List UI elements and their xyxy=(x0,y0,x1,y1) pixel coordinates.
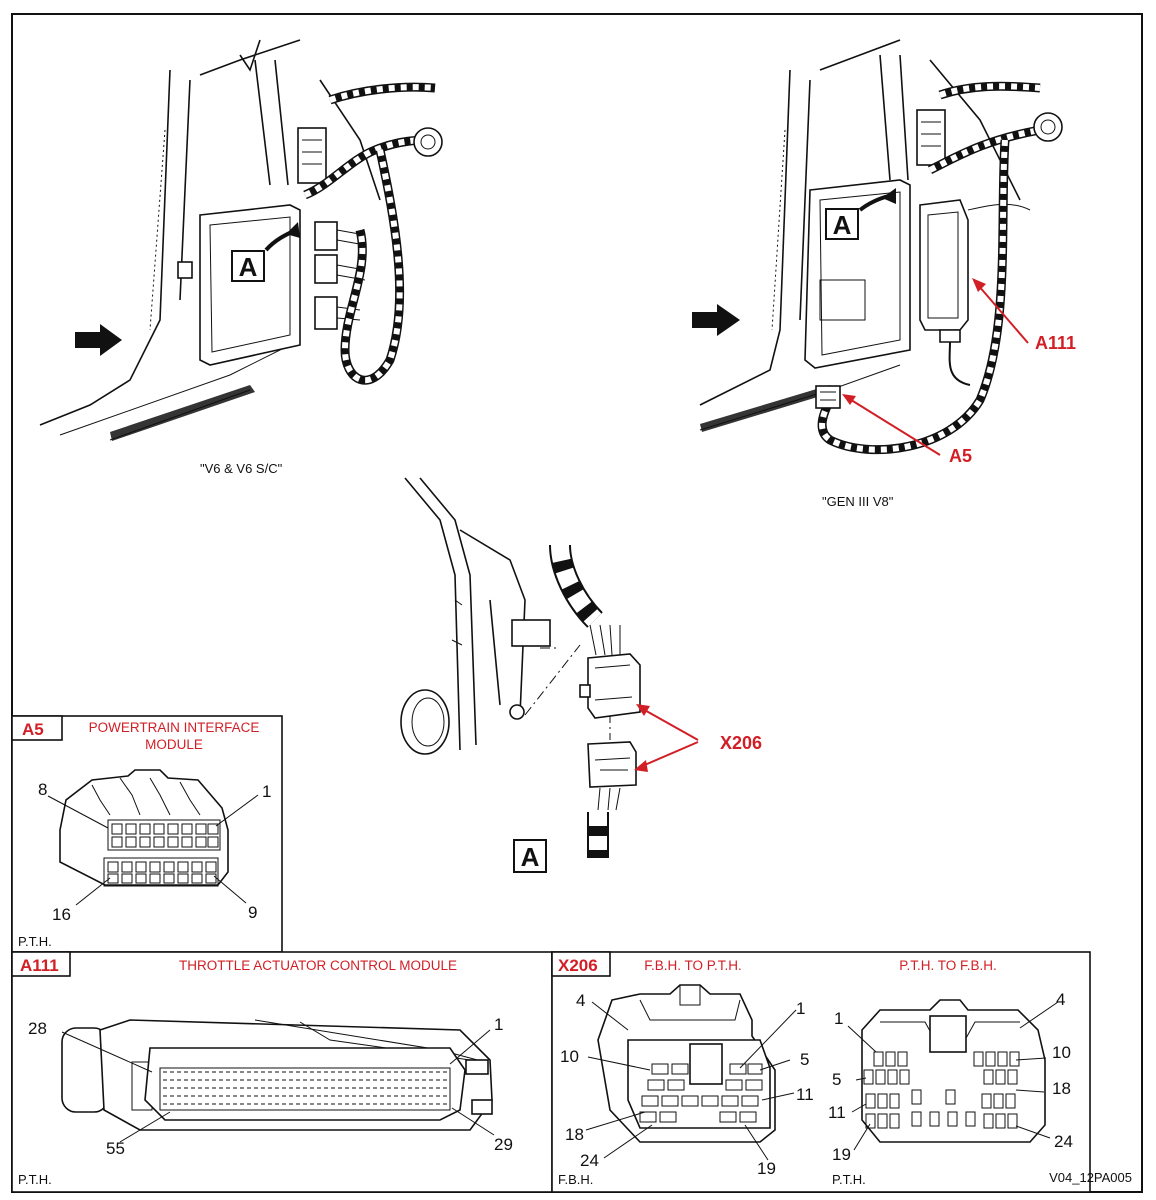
x206-left-side-label: F.B.H. xyxy=(558,1172,593,1187)
panel-x206: X206 F.B.H. TO P.T.H. P.T.H. TO F.B.H. xyxy=(551,951,1091,1193)
x206-pth-pin-24: 24 xyxy=(1054,1132,1073,1151)
x206-pth-pin-1: 1 xyxy=(834,1009,843,1028)
x206-tag: X206 xyxy=(558,956,598,975)
v6-detail-marker-box xyxy=(231,250,265,282)
a5-pin-9-label: 9 xyxy=(248,903,257,922)
x206-right-title: P.T.H. TO F.B.H. xyxy=(899,958,997,973)
detail-label: A xyxy=(521,842,540,872)
a5-title-line2: MODULE xyxy=(145,737,203,752)
x206-fbh-pin-1: 1 xyxy=(796,999,805,1018)
x206-fbh-pin-4: 4 xyxy=(576,991,585,1010)
a5-callout: A5 xyxy=(949,446,972,466)
x206-pth-connector: 1 4 10 5 18 11 19 24 xyxy=(828,990,1073,1164)
x206-right-side-label: P.T.H. xyxy=(832,1172,866,1187)
a5-pin-grid-bottom xyxy=(107,861,217,884)
x206-fbh-pin-5: 5 xyxy=(800,1050,809,1069)
x206-fbh-pin-11: 11 xyxy=(796,1085,814,1104)
panel-a5: A5 POWERTRAIN INTERFACE MODULE xyxy=(11,715,283,953)
v8-detail-marker: A xyxy=(833,210,852,240)
v6-installation-view: A "V6 & V6 S/C" xyxy=(39,39,443,476)
a5-pin-16-label: 16 xyxy=(52,905,71,924)
a5-tag-box xyxy=(11,715,63,741)
x206-tag-box xyxy=(551,951,611,977)
x206-left-title: F.B.H. TO P.T.H. xyxy=(644,958,742,973)
detail-a-view: X206 A xyxy=(400,477,762,873)
figure-code: V04_12PA005 xyxy=(1049,1170,1132,1185)
a111-pin-29-label: 29 xyxy=(494,1135,513,1154)
v6-caption: "V6 & V6 S/C" xyxy=(200,461,283,476)
a5-pin-8-label: 8 xyxy=(38,780,47,799)
a111-tag-box xyxy=(11,951,71,977)
a5-pin-grid-top xyxy=(111,823,219,848)
v8-installation-view: A A111 A5 "GEN III V8" xyxy=(692,39,1076,509)
v6-detail-marker: A xyxy=(239,252,258,282)
x206-fbh-connector: 4 1 10 5 11 18 24 19 xyxy=(560,984,814,1178)
a111-pin-55-label: 55 xyxy=(106,1139,125,1158)
a5-tag: A5 xyxy=(22,720,44,739)
v8-detail-marker-box xyxy=(825,208,859,240)
x206-fbh-pin-24: 24 xyxy=(580,1151,599,1170)
a111-side-label: P.T.H. xyxy=(18,1172,52,1187)
x206-pth-pin-19: 19 xyxy=(832,1145,851,1164)
a111-callout: A111 xyxy=(1035,333,1076,353)
a111-pin-1-label: 1 xyxy=(494,1015,503,1034)
a5-side-label: P.T.H. xyxy=(18,934,52,949)
x206-fbh-pin-19: 19 xyxy=(757,1159,776,1178)
a5-title-line1: POWERTRAIN INTERFACE xyxy=(89,720,260,735)
x206-pth-pin-4: 4 xyxy=(1056,990,1065,1009)
a111-pin-28-label: 28 xyxy=(28,1019,47,1038)
x206-callout: X206 xyxy=(720,733,762,753)
x206-fbh-pin-18: 18 xyxy=(565,1125,584,1144)
a111-tag: A111 xyxy=(20,956,59,975)
x206-fbh-pin-10: 10 xyxy=(560,1047,579,1066)
detail-label-box xyxy=(513,839,547,873)
panel-a111: A111 THROTTLE ACTUATOR CONTROL MODULE 28… xyxy=(11,951,553,1193)
x206-pth-pin-5: 5 xyxy=(832,1070,841,1089)
a5-pin-1-label: 1 xyxy=(262,782,271,801)
x206-pth-pin-11: 11 xyxy=(828,1103,846,1122)
x206-pth-pin-10: 10 xyxy=(1052,1043,1071,1062)
a111-pin-rows xyxy=(163,1071,447,1105)
grommet xyxy=(400,689,450,755)
x206-pth-pin-18: 18 xyxy=(1052,1079,1071,1098)
a111-title: THROTTLE ACTUATOR CONTROL MODULE xyxy=(179,958,457,973)
v8-caption: "GEN III V8" xyxy=(822,494,894,509)
a111-pin-field xyxy=(159,1067,451,1111)
